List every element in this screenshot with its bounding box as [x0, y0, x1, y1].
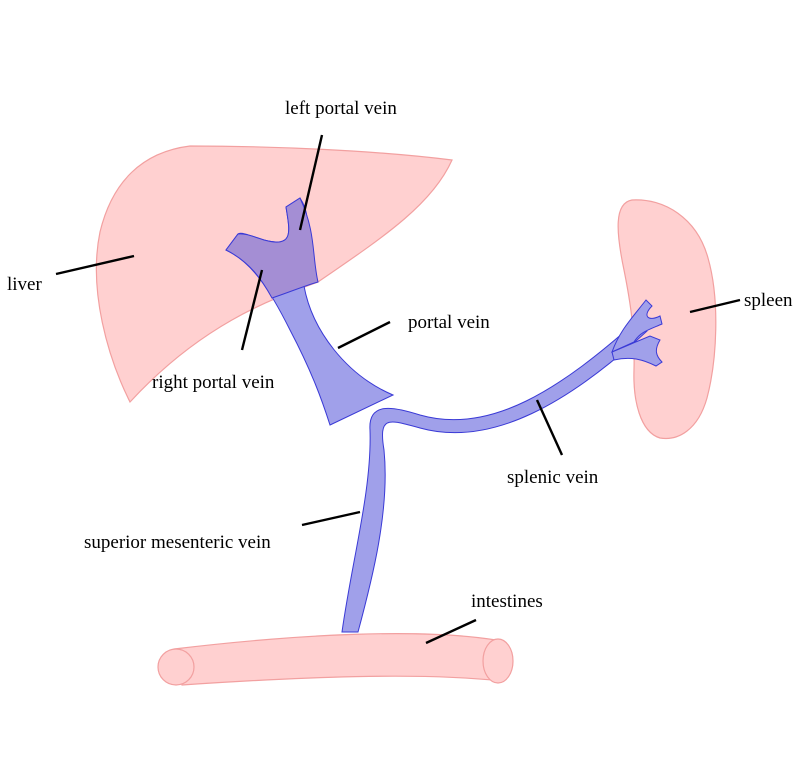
label-superior-mesenteric-vein: superior mesenteric vein — [84, 532, 271, 553]
leader-portal-vein — [337, 320, 391, 350]
intestine-left-end — [157, 648, 195, 686]
leader-superior-mesenteric-vein — [301, 510, 361, 527]
spleen-shape — [617, 199, 717, 440]
intestine-shape — [173, 633, 502, 686]
vein-liver-overlap — [225, 197, 319, 299]
label-left-portal-vein: left portal vein — [285, 98, 397, 119]
splenic-branch-lower — [611, 335, 663, 367]
label-right-portal-vein: right portal vein — [152, 372, 275, 393]
label-spleen: spleen — [744, 290, 793, 311]
leader-left-portal-vein — [298, 134, 324, 231]
label-splenic-vein: splenic vein — [507, 467, 599, 488]
intestine-right-end — [482, 638, 514, 684]
label-intestines: intestines — [471, 591, 543, 612]
leader-liver — [55, 254, 135, 276]
label-portal-vein: portal vein — [408, 312, 490, 333]
leader-spleen — [689, 298, 741, 314]
leader-right-portal-vein — [240, 269, 264, 351]
leader-splenic-vein — [535, 399, 564, 456]
label-liver: liver — [7, 274, 42, 295]
splenic-branch-upper — [611, 299, 663, 353]
leader-intestines — [425, 618, 477, 645]
